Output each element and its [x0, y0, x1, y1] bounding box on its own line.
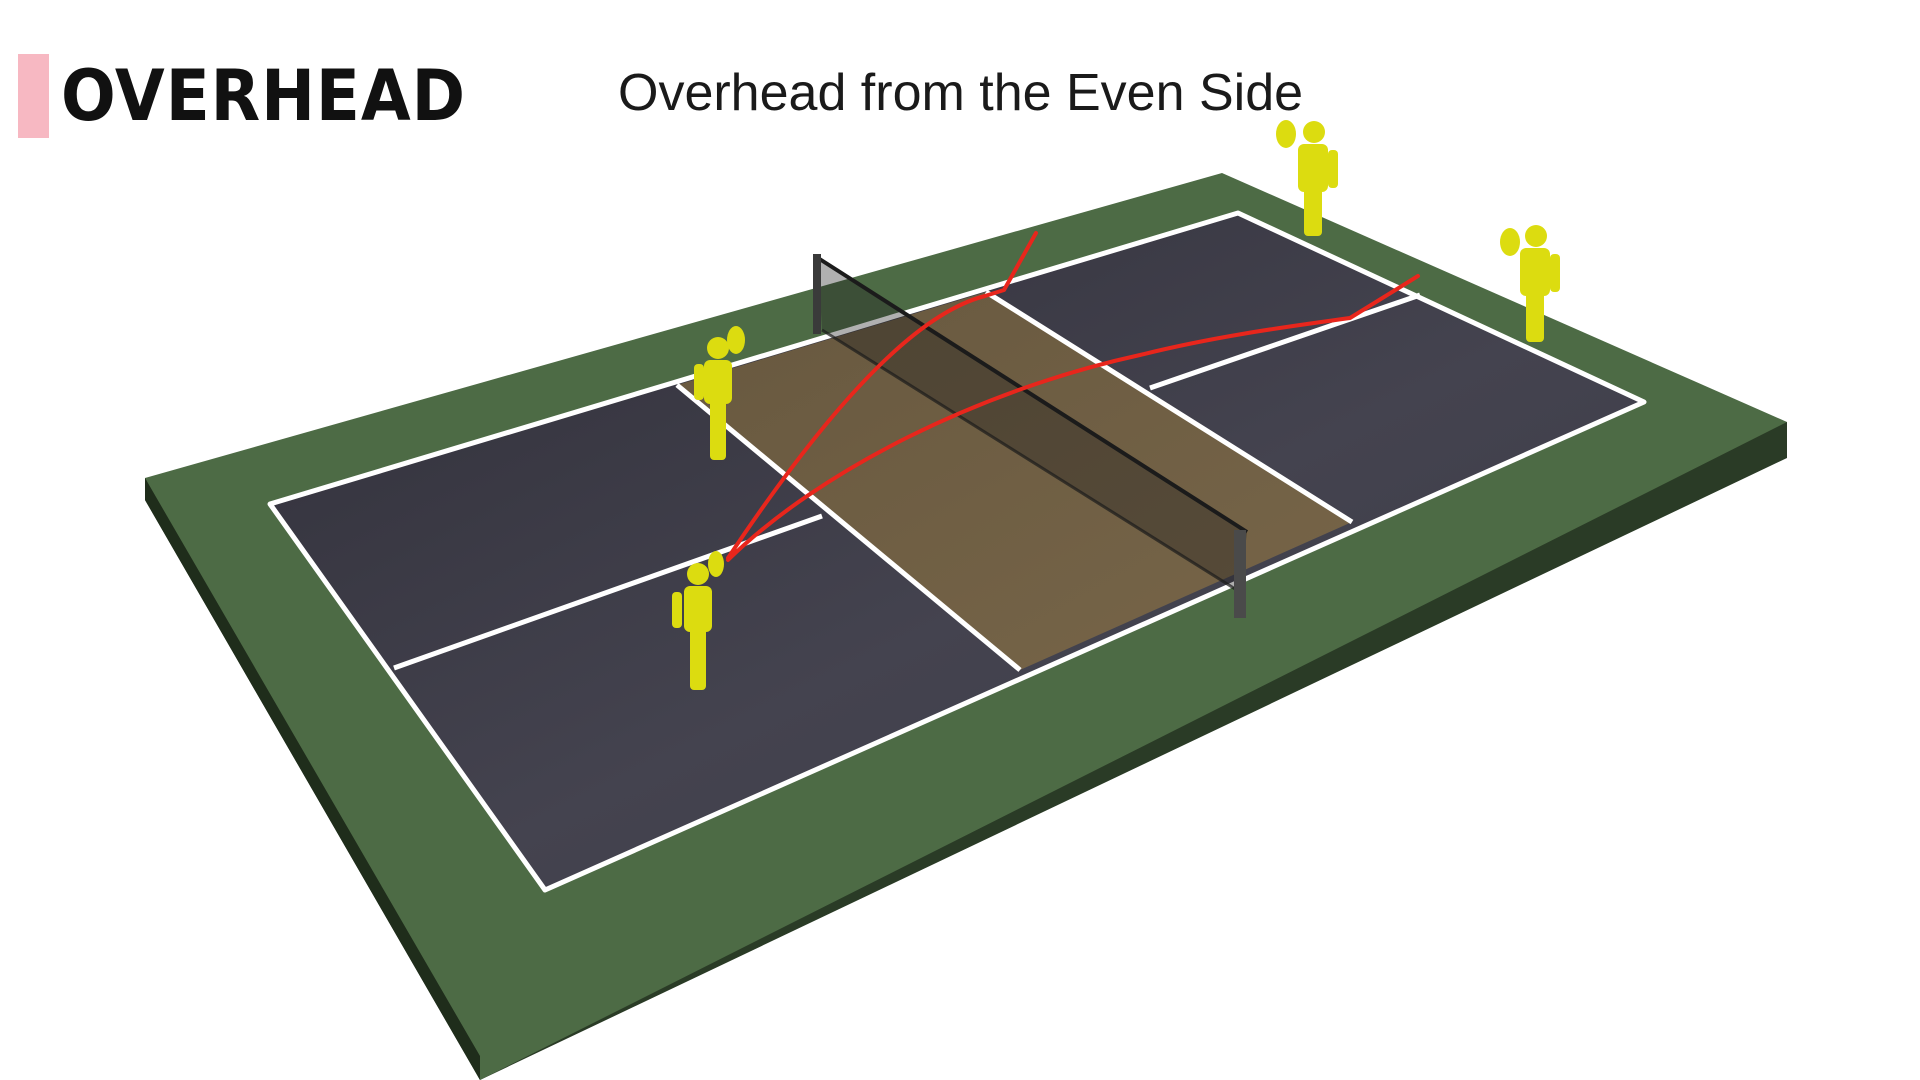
far-right-player-legs: [1526, 292, 1544, 342]
shot-path-cross-court: [726, 231, 1038, 560]
far-right-player: [1500, 225, 1560, 342]
near-baseline-player-paddle: [708, 551, 724, 577]
far-left-player-paddle: [1276, 120, 1296, 148]
near-kitchen-player-paddle: [727, 326, 745, 354]
far-left-player-body: [1298, 144, 1328, 192]
far-left-player-head: [1303, 121, 1325, 143]
near-kitchen-player-head: [707, 337, 729, 359]
near-baseline-player: [672, 551, 724, 690]
far-right-player-paddle: [1500, 228, 1520, 256]
kitchen-zone: [677, 292, 1352, 670]
net-top-band: [816, 256, 1249, 534]
far-left-player-arm: [1328, 150, 1338, 188]
court-boundary-line: [267, 210, 1647, 893]
net-post-right: [1234, 530, 1246, 618]
far-kitchen-line: [984, 289, 1354, 525]
far-left-player-legs: [1304, 188, 1322, 236]
court-lines: [267, 210, 1647, 893]
court-surround-front-edge: [145, 478, 480, 1080]
far-right-player-body: [1520, 248, 1550, 296]
section-title: OVERHEAD: [61, 55, 466, 137]
net-mesh: [818, 258, 1247, 592]
net: [813, 254, 1249, 618]
near-baseline-player-arm: [672, 592, 682, 628]
section-header: OVERHEAD: [18, 54, 501, 138]
accent-bar: [18, 54, 49, 138]
far-centerline: [1149, 292, 1421, 391]
near-kitchen-player-arm: [694, 364, 704, 400]
near-kitchen-line: [675, 383, 1022, 672]
shot-paths: [726, 231, 1420, 562]
players: [672, 120, 1560, 690]
far-left-player: [1276, 120, 1338, 236]
near-kitchen-player-legs: [710, 400, 726, 460]
far-right-player-arm: [1550, 254, 1560, 292]
near-baseline-player-body: [684, 586, 712, 632]
net-bottom-edge: [821, 328, 1241, 594]
shot-path-down-line: [726, 274, 1420, 562]
far-right-player-head: [1525, 225, 1547, 247]
diagram-title: Overhead from the Even Side: [618, 64, 1304, 122]
near-kitchen-player-body: [704, 360, 732, 404]
near-kitchen-player: [694, 326, 745, 460]
near-baseline-player-legs: [690, 628, 706, 690]
net-post-left: [813, 254, 821, 334]
near-baseline-player-head: [687, 563, 709, 585]
